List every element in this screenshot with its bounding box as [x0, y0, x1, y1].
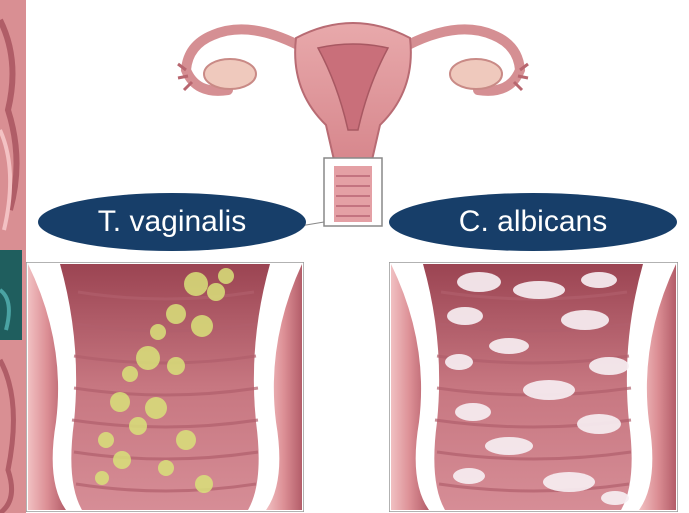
- c-albicans-label-text: C. albicans: [459, 205, 607, 239]
- c-albicans-canal-illustration: [389, 262, 678, 512]
- t-vaginalis-canal-illustration: [26, 262, 304, 512]
- t-vaginalis-label-text: T. vaginalis: [98, 205, 246, 239]
- c-albicans-label: C. albicans: [389, 193, 677, 251]
- left-edge-tissue-illustration: [0, 0, 26, 513]
- t-vaginalis-label: T. vaginalis: [38, 193, 306, 251]
